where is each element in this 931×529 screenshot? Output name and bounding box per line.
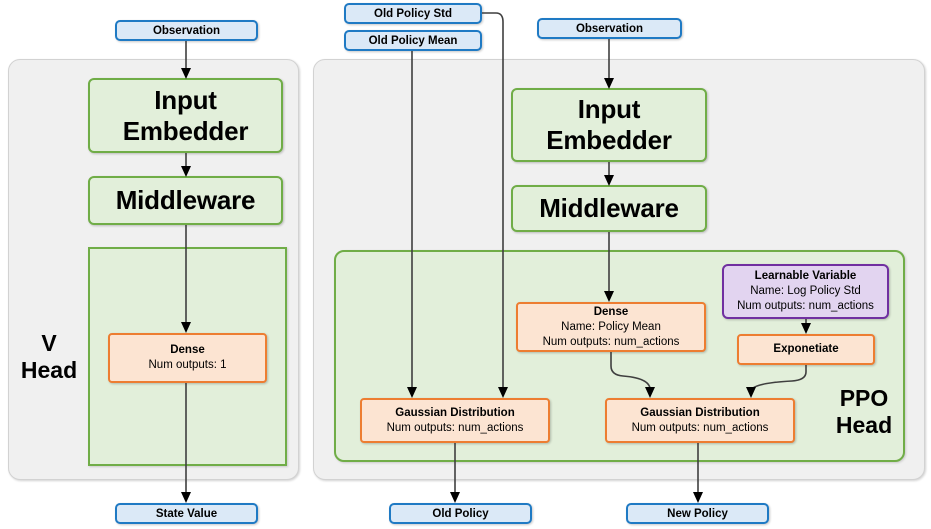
ppo-head-middleware-node[interactable]: Middleware [511, 185, 707, 232]
node-title: Input Embedder [546, 94, 672, 155]
node-title: Gaussian Distribution [395, 406, 515, 419]
arrowhead [693, 492, 703, 503]
ppo-head-input-embedder-node[interactable]: Input Embedder [511, 88, 707, 162]
terminal-old-policy-mean[interactable]: Old Policy Mean [344, 30, 482, 51]
node-title: Dense [170, 344, 205, 356]
v-head-caption: V Head [20, 330, 78, 383]
arrowhead [450, 492, 460, 503]
v-head-middleware-node[interactable]: Middleware [88, 176, 283, 225]
terminal-observation-left[interactable]: Observation [115, 20, 258, 41]
terminal-old-policy-std[interactable]: Old Policy Std [344, 3, 482, 24]
node-title: Gaussian Distribution [640, 406, 760, 419]
node-title: Input Embedder [122, 84, 249, 146]
terminal-state-value[interactable]: State Value [115, 503, 258, 524]
ppo-head-gaussian-old-node[interactable]: Gaussian Distribution Num outputs: num_a… [360, 398, 550, 443]
terminal-new-policy[interactable]: New Policy [626, 503, 769, 524]
ppo-head-exponetiate-node[interactable]: Exponetiate [737, 334, 875, 365]
arrowhead [181, 492, 191, 503]
ppo-head-caption: PPO Head [835, 385, 893, 438]
node-name: Name: Log Policy Std [750, 285, 861, 297]
v-head-dense-node[interactable]: Dense Num outputs: 1 [108, 333, 267, 383]
node-title: Learnable Variable [754, 270, 857, 282]
terminal-observation-right[interactable]: Observation [537, 18, 682, 39]
ppo-head-dense-policy-mean-node[interactable]: Dense Name: Policy Mean Num outputs: num… [516, 302, 706, 352]
node-num-outputs: Num outputs: num_actions [631, 421, 769, 434]
ppo-head-learnable-variable-node[interactable]: Learnable Variable Name: Log Policy Std … [722, 264, 889, 319]
node-num-outputs: Num outputs: num_actions [737, 300, 874, 312]
node-title: Middleware [539, 193, 679, 223]
node-title: Dense [593, 305, 629, 318]
node-num-outputs: Num outputs: num_actions [386, 421, 524, 434]
terminal-old-policy[interactable]: Old Policy [389, 503, 532, 524]
node-title: Middleware [115, 185, 256, 215]
node-title: Exponetiate [773, 343, 839, 355]
v-head-input-embedder-node[interactable]: Input Embedder [88, 78, 283, 153]
node-num-outputs: Num outputs: 1 [148, 359, 227, 371]
node-name: Name: Policy Mean [561, 320, 661, 333]
ppo-head-gaussian-new-node[interactable]: Gaussian Distribution Num outputs: num_a… [605, 398, 795, 443]
node-num-outputs: Num outputs: num_actions [542, 335, 680, 348]
